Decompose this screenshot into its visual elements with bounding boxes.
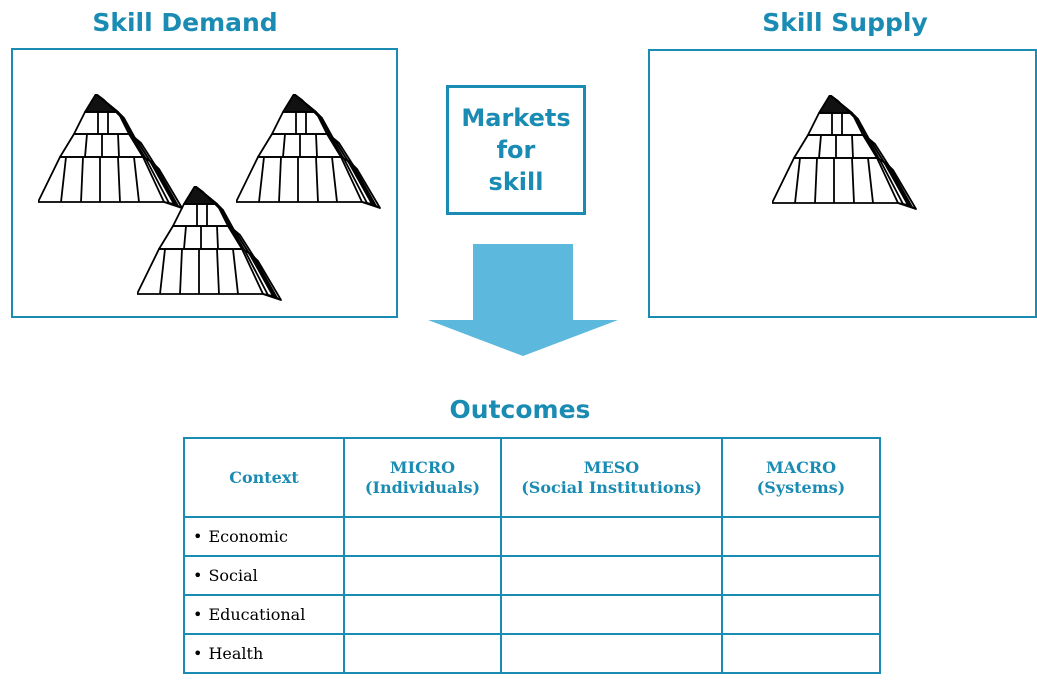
table-cell bbox=[500, 555, 723, 596]
skill-supply-title: Skill Supply bbox=[762, 8, 928, 37]
header-line: MICRO bbox=[389, 457, 456, 477]
row-label: Health bbox=[208, 644, 264, 663]
row-label-economic: • Economic bbox=[183, 516, 345, 557]
table-cell bbox=[500, 516, 723, 557]
table-row: • Social bbox=[183, 555, 881, 596]
row-label-health: • Health bbox=[183, 633, 345, 674]
table-cell bbox=[500, 594, 723, 635]
outcomes-title: Outcomes bbox=[449, 395, 591, 424]
column-header-macro: MACRO (Systems) bbox=[721, 437, 881, 518]
outcomes-table: Context MICRO (Individuals) MESO (Social… bbox=[183, 437, 881, 674]
down-arrow-icon bbox=[428, 244, 618, 356]
pyramid-icon bbox=[137, 186, 282, 304]
bullet-icon: • bbox=[193, 527, 203, 546]
table-cell bbox=[721, 594, 881, 635]
column-header-meso: MESO (Social Institutions) bbox=[500, 437, 723, 518]
row-label: Educational bbox=[208, 605, 306, 624]
table-cell bbox=[343, 516, 502, 557]
table-header-row: Context MICRO (Individuals) MESO (Social… bbox=[183, 437, 881, 518]
table-row: • Economic bbox=[183, 516, 881, 557]
column-header-context: Context bbox=[183, 437, 345, 518]
markets-line: for bbox=[496, 136, 536, 164]
table-cell bbox=[721, 633, 881, 674]
pyramid-icon bbox=[772, 95, 917, 213]
markets-for-skill-box: Markets for skill bbox=[446, 85, 586, 215]
markets-line: Markets bbox=[461, 104, 571, 132]
bullet-icon: • bbox=[193, 644, 203, 663]
bullet-icon: • bbox=[193, 605, 203, 624]
header-line: (Individuals) bbox=[364, 477, 481, 497]
table-row: • Health bbox=[183, 633, 881, 674]
header-line: MACRO bbox=[765, 457, 837, 477]
skill-supply-panel bbox=[648, 49, 1037, 318]
skill-demand-panel bbox=[11, 48, 398, 318]
row-label-social: • Social bbox=[183, 555, 345, 596]
table-row: • Educational bbox=[183, 594, 881, 635]
row-label: Economic bbox=[208, 527, 288, 546]
table-cell bbox=[343, 555, 502, 596]
row-label: Social bbox=[208, 566, 258, 585]
table-cell bbox=[343, 633, 502, 674]
table-cell bbox=[721, 555, 881, 596]
header-line: Context bbox=[229, 467, 299, 487]
markets-line: skill bbox=[488, 168, 544, 196]
bullet-icon: • bbox=[193, 566, 203, 585]
row-label-educational: • Educational bbox=[183, 594, 345, 635]
header-line: (Systems) bbox=[756, 477, 846, 497]
table-cell bbox=[721, 516, 881, 557]
header-line: MESO bbox=[583, 457, 640, 477]
skill-demand-title: Skill Demand bbox=[92, 8, 278, 37]
column-header-micro: MICRO (Individuals) bbox=[343, 437, 502, 518]
header-line: (Social Institutions) bbox=[521, 477, 702, 497]
table-cell bbox=[343, 594, 502, 635]
table-cell bbox=[500, 633, 723, 674]
